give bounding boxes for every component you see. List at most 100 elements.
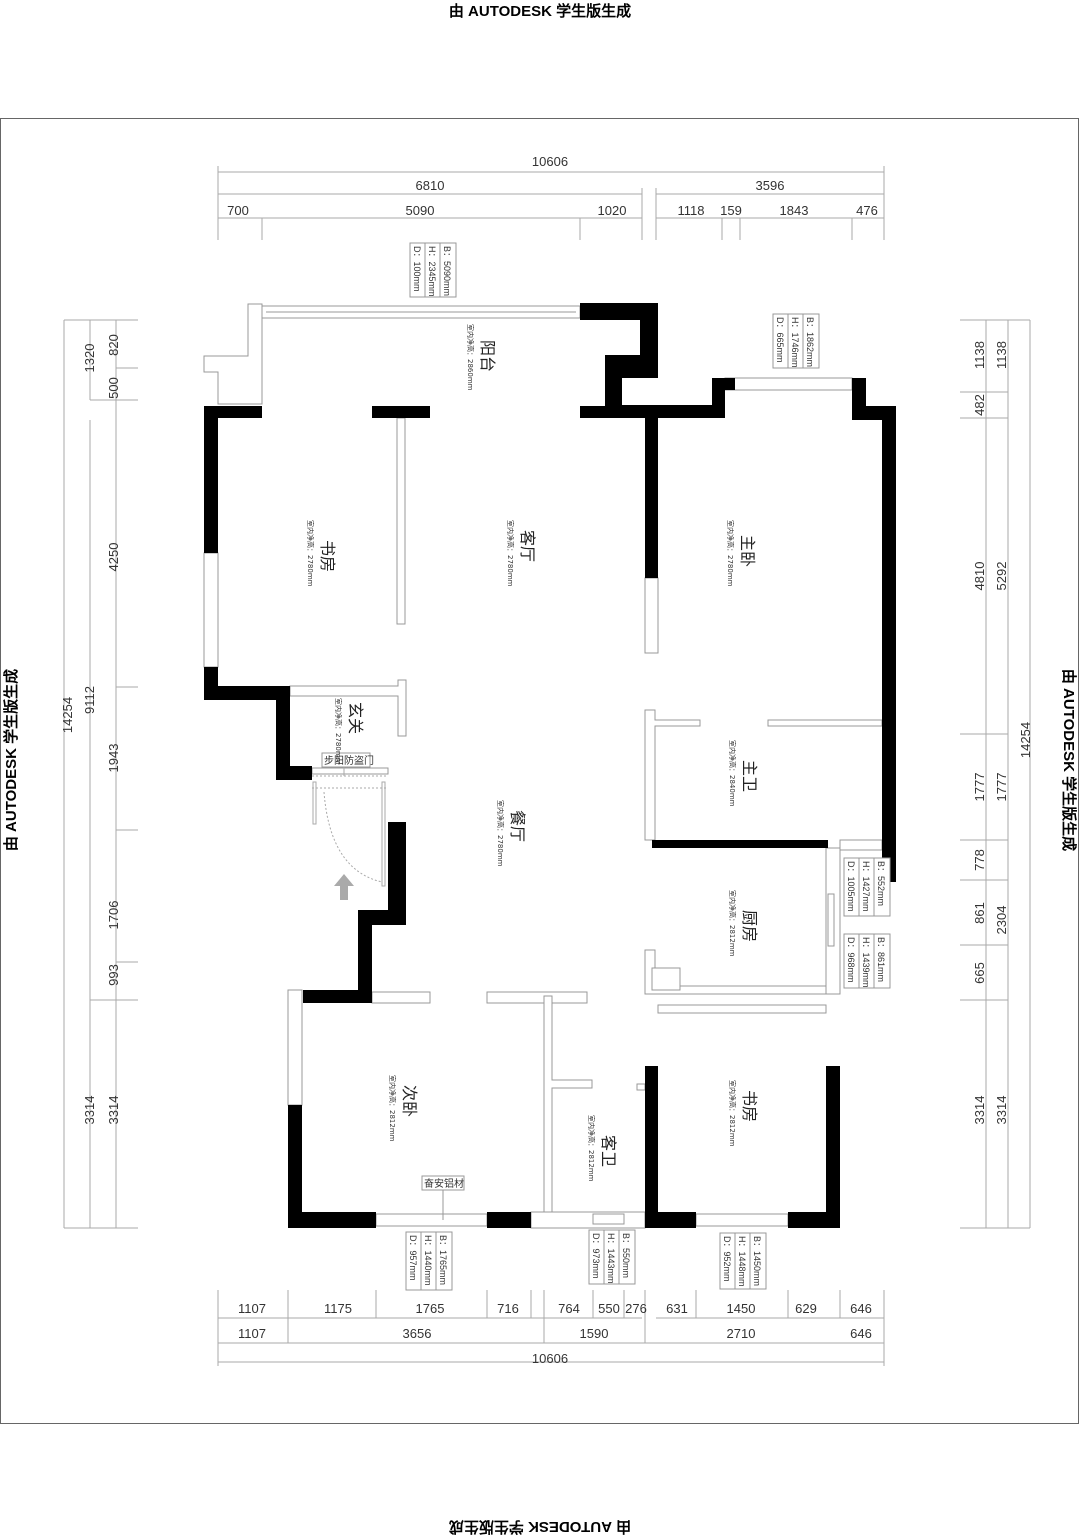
dim-top-row3: 5090 xyxy=(406,203,435,218)
room-height: 2780mm xyxy=(334,733,342,765)
height-prefix: 室内净高： xyxy=(728,1080,737,1115)
height-prefix: 室内净高： xyxy=(587,1115,596,1150)
dim-top-row2: 6810 xyxy=(416,178,445,193)
dim-right-total: 14254 xyxy=(1018,722,1033,758)
room-height: 2812mm xyxy=(728,925,736,957)
entrance-door[interactable] xyxy=(312,767,388,900)
dim-left-inner: 3314 xyxy=(106,1096,121,1125)
room-master-bedroom: 主卧 室内净高：2780mm xyxy=(726,520,757,587)
svg-text:室内净高：2812mm: 室内净高：2812mm xyxy=(388,1075,397,1142)
dim-bottom-row1: 550 xyxy=(598,1301,620,1316)
dim-right-outer: 2304 xyxy=(994,906,1009,935)
watermark-left: 由 AUTODESK 学生版生成 xyxy=(2,669,20,851)
dimension-lines xyxy=(63,166,1031,1366)
dim-left-inner: 4250 xyxy=(106,543,121,572)
dim-right-inner: 1138 xyxy=(972,341,987,369)
window-sill: D：665mm xyxy=(775,317,785,363)
svg-text:室内净高：2780mm: 室内净高：2780mm xyxy=(334,698,343,765)
dim-top-row2: 3596 xyxy=(756,178,785,193)
dim-top-total: 10606 xyxy=(532,154,568,169)
dim-right-inner: 1777 xyxy=(972,773,987,802)
height-prefix: 室内净高： xyxy=(388,1075,397,1110)
thin-walls xyxy=(203,303,883,1229)
dim-bottom-row1: 1175 xyxy=(324,1301,352,1316)
window-brand-label: 奋安铝材 xyxy=(424,1177,464,1190)
room-name: 玄关 xyxy=(346,702,365,734)
height-prefix: 室内净高： xyxy=(334,698,343,733)
room-name: 厨房 xyxy=(740,910,759,942)
room-name: 次卧 xyxy=(400,1085,419,1117)
entry-arrow-icon xyxy=(334,874,354,900)
window-tag: B：552mm H：1427mm D：1005mm xyxy=(843,857,891,917)
height-prefix: 室内净高： xyxy=(726,520,735,555)
dim-bottom-row2: 1107 xyxy=(238,1326,266,1341)
room-height: 2840mm xyxy=(728,775,736,807)
watermark-right: 由 AUTODESK 学生版生成 xyxy=(1060,669,1078,851)
room-study-2: 书房 室内净高：2812mm xyxy=(728,1080,759,1147)
svg-text:室内净高：2780mm: 室内净高：2780mm xyxy=(306,520,315,587)
room-study-1: 书房 室内净高：2780mm xyxy=(306,520,337,587)
height-prefix: 室内净高： xyxy=(728,890,737,925)
window-sill: D：957mm xyxy=(408,1235,418,1281)
dim-top-row3: 159 xyxy=(720,203,742,218)
dim-top-row3: 1843 xyxy=(780,203,809,218)
svg-text:室内净高：2812mm: 室内净高：2812mm xyxy=(587,1115,596,1182)
dim-bottom-row2: 2710 xyxy=(727,1326,756,1341)
window-width: B：1765mm xyxy=(438,1235,448,1285)
room-balcony: 阳台 室内净高：2860mm xyxy=(466,324,497,391)
watermark-bottom: 由 AUTODESK 学生版生成 xyxy=(449,1518,631,1536)
window-tag: B：861mm H：1439mm D：968mm xyxy=(843,933,891,989)
door-tag-label: 步阳防盗门 xyxy=(324,754,374,767)
height-prefix: 室内净高： xyxy=(496,800,505,835)
dim-top-row3: 1020 xyxy=(598,203,627,218)
room-master-bath: 主卫 室内净高：2840mm xyxy=(728,740,759,807)
dim-left-total: 14254 xyxy=(60,697,75,733)
dim-right-outer: 5292 xyxy=(994,562,1009,591)
dim-right-outer: 1138 xyxy=(994,341,1009,369)
height-prefix: 室内净高： xyxy=(306,520,315,555)
room-height: 2860mm xyxy=(466,359,474,391)
dim-left-inner: 1706 xyxy=(106,901,121,930)
window-height: H：1440mm xyxy=(423,1235,433,1286)
window-tag: B：550mm H：1443mm D：973mm xyxy=(588,1229,636,1285)
dim-bottom-row2: 3656 xyxy=(403,1326,432,1341)
window-width: B：552mm xyxy=(876,861,886,906)
room-name: 餐厅 xyxy=(508,810,527,842)
dim-left-inner: 1943 xyxy=(106,744,121,773)
room-height: 2780mm xyxy=(496,835,504,867)
room-guest-bath: 客卫 室内净高：2812mm xyxy=(587,1115,618,1182)
room-dining: 餐厅 室内净高：2780mm xyxy=(496,800,527,867)
window-height: H：1439mm xyxy=(861,937,871,988)
dim-bottom-row1: 764 xyxy=(558,1301,580,1316)
window-tag: B：1765mm H：1440mm D：957mm xyxy=(405,1231,453,1291)
room-name: 阳台 xyxy=(478,340,497,372)
window-height: H：1427mm xyxy=(861,861,871,912)
window-brand-tag: 奋安铝材 xyxy=(421,1175,465,1220)
window-height: H：1746mm xyxy=(790,317,800,368)
room-living: 客厅 室内净高：2780mm xyxy=(506,520,537,587)
height-prefix: 室内净高： xyxy=(506,520,515,555)
window-tag: B：1862mm H：1746mm D：665mm xyxy=(772,313,820,369)
window-tag: B：5090mm H：2345mm D：100mm xyxy=(409,242,457,298)
room-height: 2812mm xyxy=(587,1150,595,1182)
window-width: B：1862mm xyxy=(805,317,815,367)
dim-left-inner: 500 xyxy=(106,377,121,399)
room-name: 书房 xyxy=(740,1090,759,1122)
dim-bottom-row2: 646 xyxy=(850,1326,872,1341)
window-sill: D：968mm xyxy=(846,937,856,983)
window-sill: D：952mm xyxy=(722,1236,732,1282)
load-bearing-walls xyxy=(204,303,896,1228)
dim-bottom-row1: 629 xyxy=(795,1301,817,1316)
dim-top-row3: 476 xyxy=(856,203,878,218)
room-height: 2780mm xyxy=(506,555,514,587)
drawing-frame xyxy=(0,118,1079,1424)
dim-right-inner: 665 xyxy=(972,962,987,984)
dim-top-row3: 700 xyxy=(227,203,249,218)
dim-right-inner: 4810 xyxy=(972,562,987,591)
svg-text:室内净高：2780mm: 室内净高：2780mm xyxy=(506,520,515,587)
dim-bottom-row1: 1765 xyxy=(416,1301,445,1316)
window-tag: B：1450mm H：1448mm D：952mm xyxy=(719,1232,767,1290)
window-height: H：1448mm xyxy=(737,1236,747,1287)
window-width: B：1450mm xyxy=(752,1236,762,1286)
dim-top-row3: 1118 xyxy=(678,203,705,218)
